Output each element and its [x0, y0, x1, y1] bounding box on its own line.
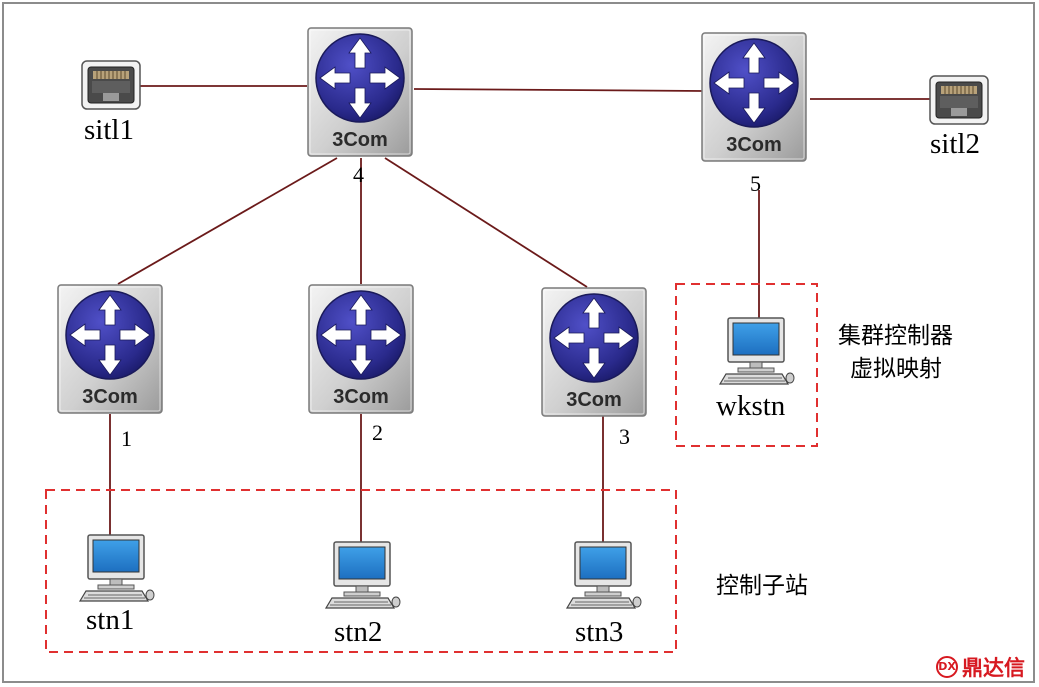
- sitl1-port-icon[interactable]: [81, 60, 141, 110]
- router-3-port-number: 3: [619, 424, 630, 449]
- link-router4-router3: [384, 157, 588, 288]
- wkstn-computer-icon[interactable]: [719, 317, 795, 385]
- sitl1-label: sitl1: [84, 114, 134, 146]
- link-router4-router1: [117, 157, 338, 285]
- watermark: DX 鼎达信: [936, 652, 1025, 682]
- cluster-controller-caption-line-1: 集群控制器: [838, 323, 953, 349]
- router-2-port-number: 2: [372, 420, 383, 445]
- router-1-icon[interactable]: [57, 284, 163, 414]
- router-5-port-number: 5: [750, 171, 761, 196]
- stn2-label: stn2: [334, 616, 383, 648]
- stn1-computer-icon[interactable]: [79, 534, 155, 602]
- router-5-icon[interactable]: [701, 32, 807, 162]
- watermark-logo-icon: DX: [936, 656, 958, 678]
- stn3-computer-icon[interactable]: [566, 541, 642, 609]
- router-3-icon[interactable]: [541, 287, 647, 417]
- link-router4-router5: [413, 88, 704, 92]
- wkstn-label: wkstn: [716, 390, 786, 422]
- control-substations-caption: 控制子站: [716, 573, 808, 599]
- stn1-label: stn1: [86, 604, 135, 636]
- cluster-controller-caption-line-2: 虚拟映射: [850, 356, 942, 383]
- router-4-icon[interactable]: [307, 27, 413, 157]
- stn3-label: stn3: [575, 616, 624, 648]
- sitl2-port-icon[interactable]: [929, 75, 989, 125]
- router-4-port-number: 4: [353, 162, 364, 187]
- cluster-controller-group-box: [675, 283, 818, 447]
- router-2-icon[interactable]: [308, 284, 414, 414]
- watermark-text: 鼎达信: [962, 656, 1025, 680]
- cluster-controller-caption: 集群控制器 虚拟映射: [838, 320, 953, 387]
- control-substations-group-box: [45, 489, 677, 653]
- links: [109, 85, 930, 542]
- stn2-computer-icon[interactable]: [325, 541, 401, 609]
- sitl2-label: sitl2: [930, 128, 980, 160]
- router-1-port-number: 1: [121, 426, 132, 451]
